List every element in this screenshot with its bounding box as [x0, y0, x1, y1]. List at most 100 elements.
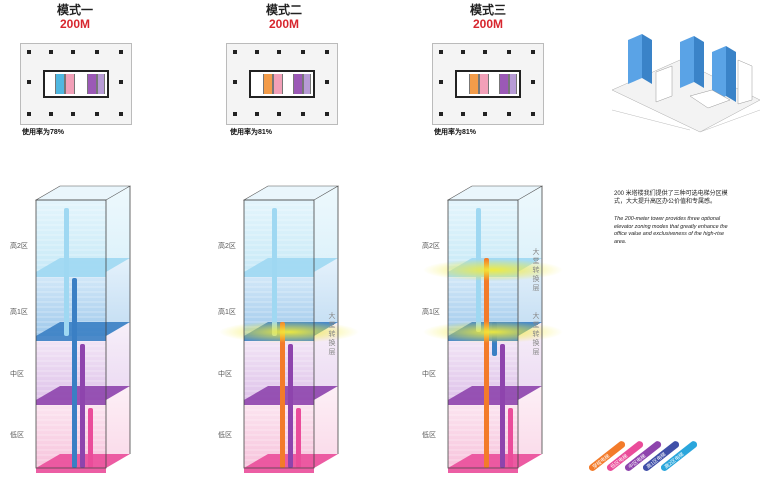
plan-column	[325, 80, 329, 84]
plan-column	[233, 80, 237, 84]
mode-1-height: 200M	[59, 17, 91, 31]
core-cell-1	[263, 74, 273, 94]
zone-label-mid-mode-3: 中区	[422, 371, 436, 378]
tower-zone-side	[314, 386, 338, 468]
plan-column	[439, 80, 443, 84]
elevator-shaft	[280, 322, 285, 468]
zone-label-high1-mode-3: 高1区	[422, 309, 440, 316]
zone-label-low-mode-2: 低区	[218, 432, 232, 439]
description-en: The 200-meter tower provides three optio…	[614, 216, 728, 245]
tower-outline	[447, 199, 519, 469]
elevator-shaft	[64, 208, 69, 336]
plan-column	[461, 50, 465, 54]
plan-column	[483, 112, 487, 116]
transfer-label-mode-2: 大堂转换层	[328, 313, 336, 356]
transfer-label-mode-3-lower: 大堂转换层	[532, 313, 540, 356]
plan-core	[455, 70, 521, 98]
plan-column	[255, 112, 259, 116]
mode-3-title: 模式三	[469, 3, 506, 17]
plan-column	[255, 50, 259, 54]
elevator-shaft	[500, 344, 505, 468]
zone-slab	[36, 322, 130, 341]
transfer-label-mode-3-upper: 大堂转换层	[532, 249, 540, 292]
elevator-shaft	[484, 258, 489, 468]
tower-outline	[35, 199, 107, 469]
plan-column	[95, 112, 99, 116]
plan-column	[27, 50, 31, 54]
floor-plan-mode-1	[20, 43, 132, 125]
zone-label-low-mode-1: 低区	[10, 432, 24, 439]
core-cell-3	[499, 74, 509, 94]
zone-label-high2-mode-3: 高2区	[422, 243, 440, 250]
mode-2-title: 模式二	[265, 3, 302, 17]
core-cell-1	[469, 74, 479, 94]
plan-column	[325, 112, 329, 116]
plan-core	[43, 70, 109, 98]
core-cell-4	[509, 74, 517, 94]
plan-column	[507, 50, 511, 54]
zone-label-high2-mode-2: 高2区	[218, 243, 236, 250]
legend-swatch	[606, 441, 644, 471]
plan-column	[531, 50, 535, 54]
tower-zone-side	[314, 258, 338, 336]
tower-zone-side	[106, 186, 130, 272]
zone-slab	[244, 258, 338, 277]
core-cell-3	[87, 74, 97, 94]
plan-core	[249, 70, 315, 98]
mode-1-title: 模式一	[56, 3, 93, 17]
core-cell-4	[303, 74, 311, 94]
floor-plan-mode-3	[432, 43, 544, 125]
core-cell-2	[65, 74, 75, 94]
tower-outline	[243, 199, 315, 469]
plan-column	[301, 50, 305, 54]
plan-column	[301, 112, 305, 116]
description-cn: 200 米塔楼我们提供了三种可选电梯分区模式，大大提升高区办公价值和专属感。	[614, 191, 728, 205]
tower-zone-side	[314, 186, 338, 272]
elevator-shaft	[272, 208, 277, 336]
floor-plan-mode-2	[226, 43, 338, 125]
plan-column	[233, 112, 237, 116]
tower-zone-side	[106, 258, 130, 336]
plan-column	[27, 112, 31, 116]
zone-label-high2-mode-1: 高2区	[10, 243, 28, 250]
mode-1-header: 模式一 200M	[15, 3, 135, 31]
core-cell-4	[97, 74, 105, 94]
elevator-shaft	[296, 408, 301, 468]
plan-column	[439, 50, 443, 54]
zone-slab	[36, 258, 130, 277]
tower-zone-side	[106, 322, 130, 400]
plan-column	[277, 50, 281, 54]
transfer-floor-glow	[423, 259, 563, 281]
transfer-floor-glow	[219, 321, 359, 343]
plan-column	[119, 50, 123, 54]
zone-label-low-mode-3: 低区	[422, 432, 436, 439]
elevator-shaft	[288, 344, 293, 468]
tower-zone-side	[518, 386, 542, 468]
core-cell-2	[479, 74, 489, 94]
plan-column	[531, 112, 535, 116]
usage-rate-mode-1: 使用率为78%	[22, 129, 65, 136]
legend-swatch	[624, 441, 662, 471]
legend-swatch	[588, 441, 626, 471]
site-massing-3d-icon	[611, 34, 760, 133]
plan-column	[277, 112, 281, 116]
core-cell-2	[273, 74, 283, 94]
plan-column	[95, 50, 99, 54]
elevator-shaft	[72, 278, 77, 468]
zone-slab	[448, 386, 542, 405]
zone-label-mid-mode-2: 中区	[218, 371, 232, 378]
zone-label-high1-mode-2: 高1区	[218, 309, 236, 316]
plan-column	[483, 50, 487, 54]
elevator-shaft	[88, 408, 93, 468]
plan-column	[119, 112, 123, 116]
usage-rate-mode-3: 使用率为81%	[434, 129, 477, 136]
tower-zone-side	[106, 386, 130, 468]
legend-swatch	[660, 441, 698, 471]
legend-swatch	[642, 441, 680, 471]
core-cell-1	[55, 74, 65, 94]
plan-column	[531, 80, 535, 84]
transfer-floor-glow	[423, 321, 563, 343]
core-cell-3	[293, 74, 303, 94]
plan-column	[27, 80, 31, 84]
